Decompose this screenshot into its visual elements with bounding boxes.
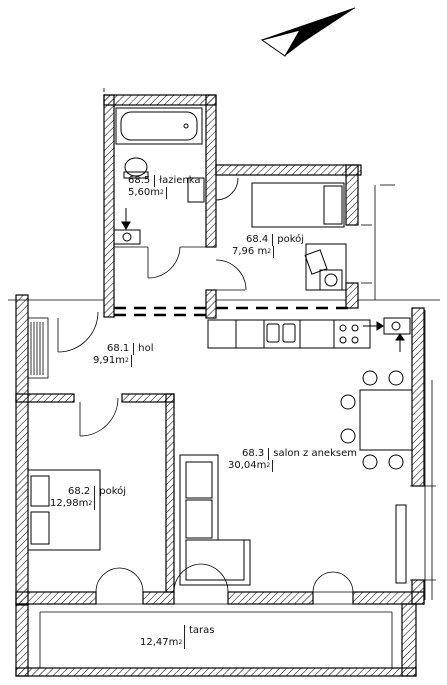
bed-icon xyxy=(251,182,345,228)
dining-table-icon xyxy=(340,370,413,470)
room-name: taras xyxy=(189,625,215,636)
room-name: pokój xyxy=(277,234,305,245)
stove-icon xyxy=(339,324,359,344)
room-number: 68.4 xyxy=(246,234,274,246)
room-area: 5,60m xyxy=(128,187,161,198)
area-unit-sup: 2 xyxy=(160,189,164,196)
door-swing xyxy=(95,567,144,593)
room-area: 30,04m xyxy=(228,460,267,471)
ventilation-arrow-icon xyxy=(113,208,141,245)
door-swing xyxy=(173,563,354,593)
desk-chair-icon xyxy=(304,243,347,291)
area-unit-sup: 2 xyxy=(125,357,129,364)
sink-icon xyxy=(187,177,205,203)
area-unit-sup: 2 xyxy=(266,462,271,469)
room-number: 68.5 xyxy=(128,175,156,187)
door-swing xyxy=(215,259,247,291)
door-swing xyxy=(410,485,436,581)
beam-dashed-line xyxy=(114,306,350,317)
north-arrow-icon xyxy=(260,7,356,57)
door-swing xyxy=(215,175,239,201)
door-swing xyxy=(114,246,206,279)
room-name: hol xyxy=(138,343,154,354)
room-area: 12,47m xyxy=(140,637,179,648)
area-unit-sup: 2 xyxy=(267,248,272,255)
room-name: łazienka xyxy=(159,175,201,186)
room-area: 9,91m xyxy=(93,355,126,366)
room-name: salon z aneksem xyxy=(273,448,357,459)
room-area: 12,98m xyxy=(50,498,89,509)
bathtub-icon xyxy=(115,107,203,145)
walls xyxy=(15,94,425,677)
sofa-icon xyxy=(179,454,251,586)
area-unit-sup: 2 xyxy=(88,500,93,507)
room-label-terrace: taras 12,47m2 xyxy=(140,625,215,649)
door-swing xyxy=(79,397,119,437)
bed-icon xyxy=(27,469,101,551)
outline-lines xyxy=(8,88,440,668)
room-area: 7,96 m xyxy=(232,246,268,257)
room-number: 68.2 xyxy=(68,486,96,498)
area-unit-sup: 2 xyxy=(178,639,183,646)
room-number: 68.1 xyxy=(107,343,135,355)
kitchen-counter xyxy=(207,319,371,349)
ventilation-arrow-icon xyxy=(363,317,411,352)
toilet-icon xyxy=(123,157,149,179)
room-number: 68.3 xyxy=(242,448,270,460)
tv-cabinet-icon xyxy=(395,504,407,584)
room-name: pokój xyxy=(99,486,127,497)
door-swing xyxy=(57,311,99,353)
wardrobe-icon xyxy=(27,317,49,379)
